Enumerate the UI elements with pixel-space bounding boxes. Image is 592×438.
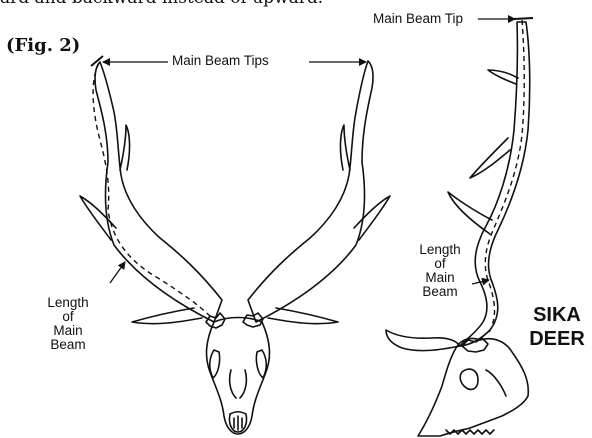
front-skull <box>207 318 270 435</box>
sika-side-skull <box>418 338 528 436</box>
right-antler-front <box>248 61 390 324</box>
length-left-arrow <box>110 262 125 283</box>
left-antler-front <box>80 62 222 324</box>
tip-marker-side <box>514 18 533 19</box>
sika-side-antler <box>386 22 530 351</box>
